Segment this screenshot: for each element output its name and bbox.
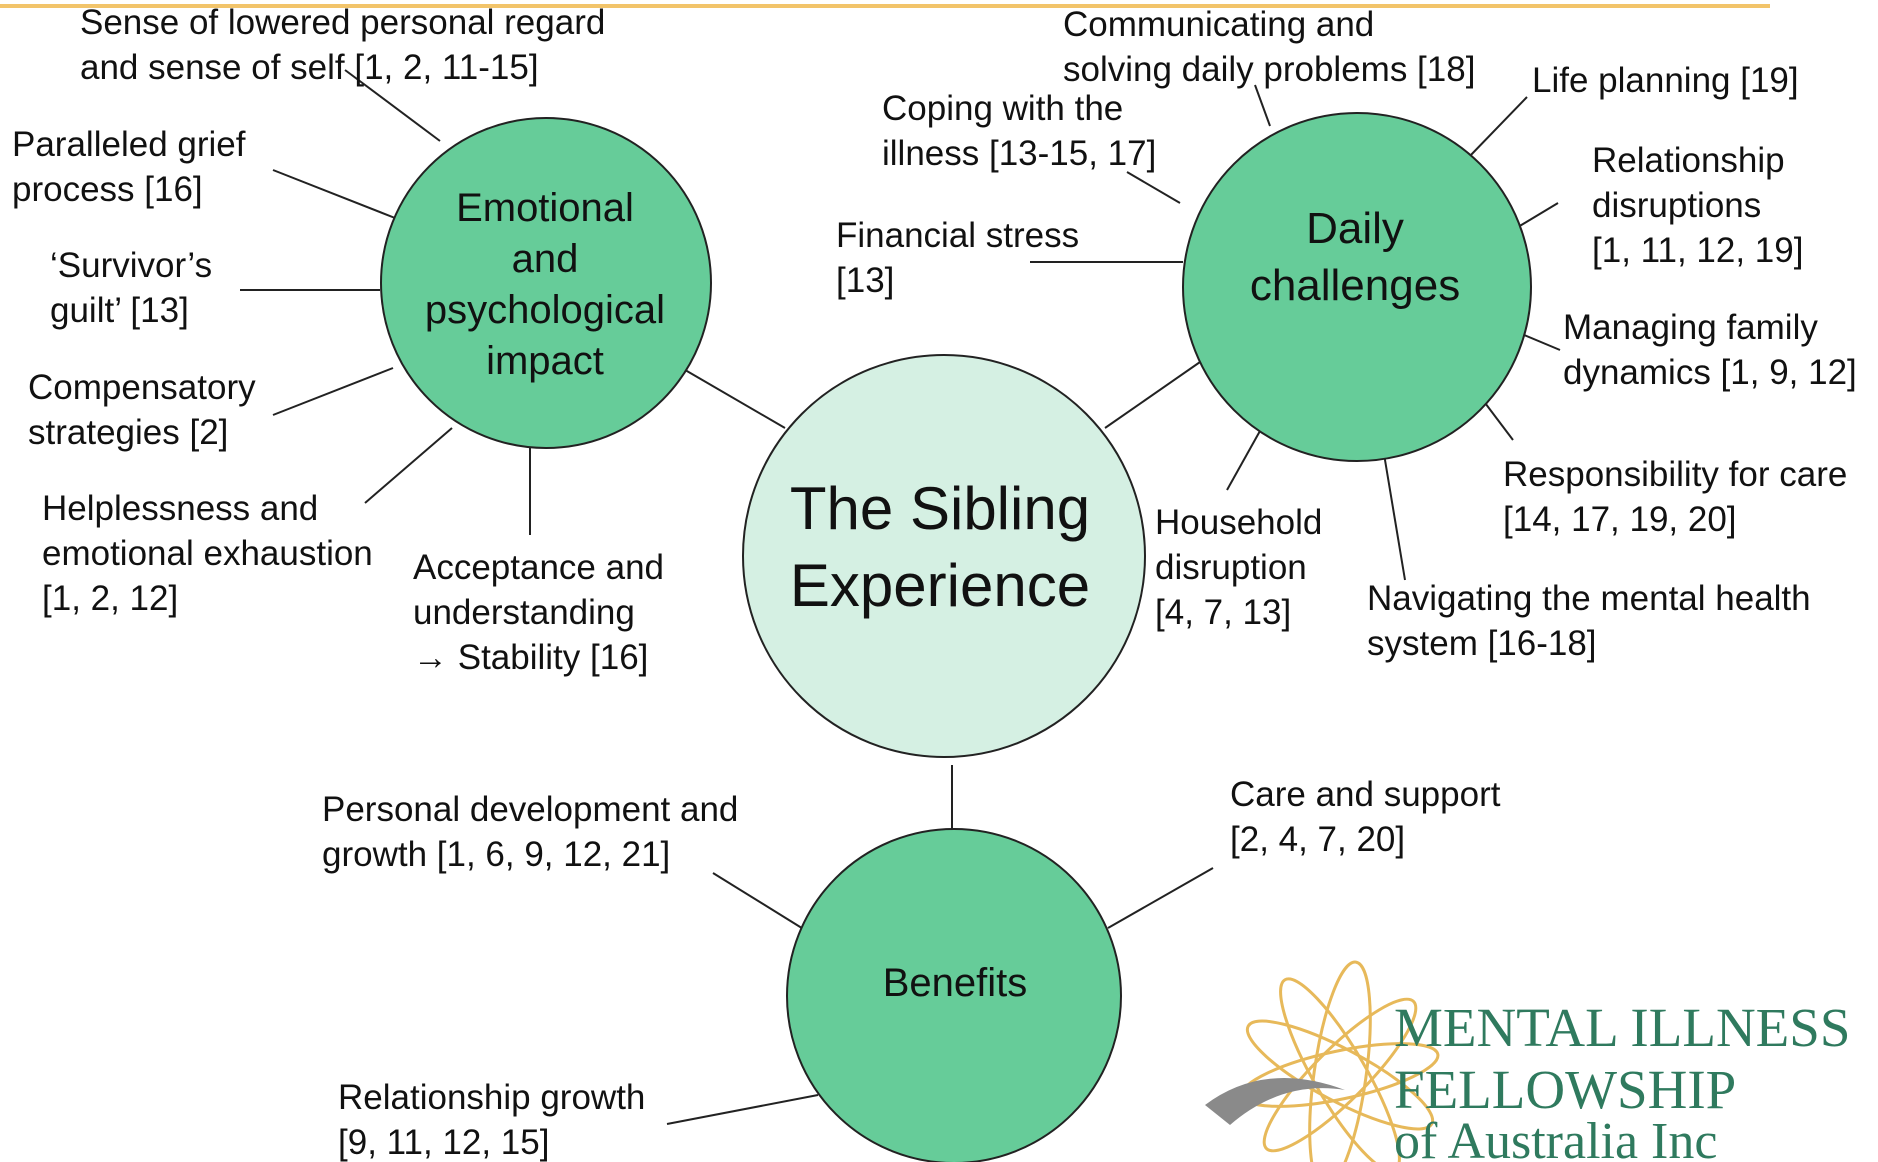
item-paralleled-grief: Paralleled grief process [16] [12, 125, 246, 209]
item-financial-stress: Financial stress [13] [836, 216, 1080, 300]
spoke-helplessness [364, 427, 453, 504]
spoke-coping [1126, 171, 1181, 204]
item-household-disruption: Household disruption [4, 7, 13] [1155, 503, 1323, 632]
emotional-hub [380, 117, 712, 449]
spoke-compensatory [272, 367, 394, 416]
logo-line-1: MENTAL ILLNESS [1394, 997, 1851, 1058]
link-center-daily [1104, 352, 1214, 429]
emotional-theme-title: Emotional and psychological impact [424, 186, 666, 383]
item-helplessness: Helplessness and emotional exhaustion [1… [42, 489, 373, 618]
daily-theme-title: Daily challenges [1249, 204, 1461, 310]
fellowship-logo-swoosh-icon [1205, 1078, 1345, 1125]
item-care-support: Care and support [2, 4, 7, 20] [1230, 775, 1501, 859]
item-survivors-guilt: ‘Survivor’s guilt’ [13] [50, 246, 213, 330]
item-relationship-growth: Relationship growth [9, 11, 12, 15] [338, 1078, 646, 1162]
spoke-grief [272, 169, 396, 219]
item-communicating: Communicating and solving daily problems… [1063, 5, 1476, 89]
daily-hub [1182, 112, 1532, 462]
spoke-personal-growth [712, 872, 806, 931]
item-relationship-disruptions: Relationship disruptions [1, 11, 12, 19] [1592, 141, 1804, 270]
item-life-planning: Life planning [19] [1532, 61, 1799, 100]
link-center-emotional [679, 366, 786, 429]
item-responsibility-for-care: Responsibility for care [14, 17, 19, 20] [1503, 455, 1848, 539]
logo-line-3: of Australia Inc [1394, 1113, 1718, 1162]
spoke-life-planning [1467, 96, 1528, 159]
item-personal-growth: Personal development and growth [1, 6, 9… [322, 790, 739, 874]
center-title: The Sibling Experience [789, 475, 1091, 619]
center-hub [742, 354, 1146, 758]
spoke-relationship-growth [666, 1094, 819, 1125]
spoke-lowered-regard [344, 69, 441, 142]
spoke-communicating [1254, 84, 1271, 127]
spoke-care-support [1107, 867, 1214, 929]
item-navigating-system: Navigating the mental health system [16-… [1367, 579, 1811, 663]
item-compensatory-strategies: Compensatory strategies [2] [28, 368, 256, 452]
item-acceptance: Acceptance and understanding → Stability… [413, 548, 665, 677]
item-family-dynamics: Managing family dynamics [1, 9, 12] [1563, 308, 1857, 392]
item-lowered-regard: Sense of lowered personal regard and sen… [80, 3, 606, 87]
benefits-hub [786, 828, 1122, 1162]
item-coping: Coping with the illness [13-15, 17] [882, 89, 1157, 173]
benefits-theme-title: Benefits [882, 961, 1028, 1005]
logo-line-2: FELLOWSHIP [1394, 1059, 1737, 1120]
